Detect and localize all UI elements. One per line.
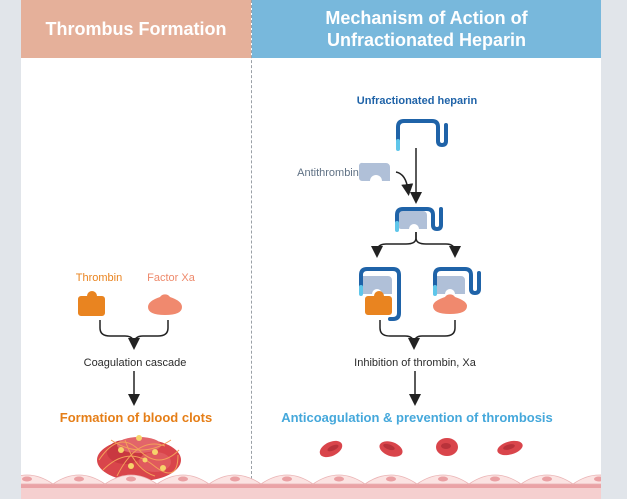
antithrombin-binding-arrow (395, 171, 414, 196)
heparin-antithrombin-factor-xa-complex-icon (433, 267, 481, 314)
factor-xa-shape-icon (148, 294, 182, 315)
thrombus-formation-header: Thrombus Formation (21, 0, 251, 58)
figure: Thrombus Formation Mechanism of Action o… (21, 0, 601, 499)
split-arrow (371, 232, 461, 258)
thrombin-label: Thrombin (75, 272, 123, 284)
red-blood-cell-icon (497, 440, 523, 456)
red-blood-cell-icon (319, 440, 343, 458)
thrombin-shape-icon (78, 291, 105, 316)
heparin-antithrombin-thrombin-complex-icon (359, 267, 401, 321)
red-blood-cell-icon (379, 441, 403, 457)
antithrombin-label: Antithrombin (297, 167, 359, 179)
factor-xa-label: Factor Xa (147, 272, 195, 284)
heparin-label: Unfractionated heparin (356, 95, 478, 107)
inhibition-label: Inhibition of thrombin, Xa (354, 357, 476, 369)
diagram-graphics (21, 119, 601, 499)
merge-arrow-left (99, 320, 169, 350)
thrombus-formation-title: Thrombus Formation (45, 18, 227, 39)
merge-arrow-right (379, 320, 456, 350)
antithrombin-shape-icon (358, 162, 390, 181)
panel-divider (251, 0, 252, 499)
heparin-antithrombin-complex-icon (395, 207, 443, 232)
blood-clots-label: Formation of blood clots (59, 410, 213, 425)
coagulation-cascade-label: Coagulation cascade (83, 357, 187, 369)
heparin-chain-icon (396, 119, 448, 151)
blood-clot-icon (97, 435, 181, 481)
red-blood-cell-icon (436, 438, 458, 456)
blood-vessel-endothelium-icon (21, 474, 601, 499)
anticoagulation-label: Anticoagulation & prevention of thrombos… (281, 410, 553, 425)
